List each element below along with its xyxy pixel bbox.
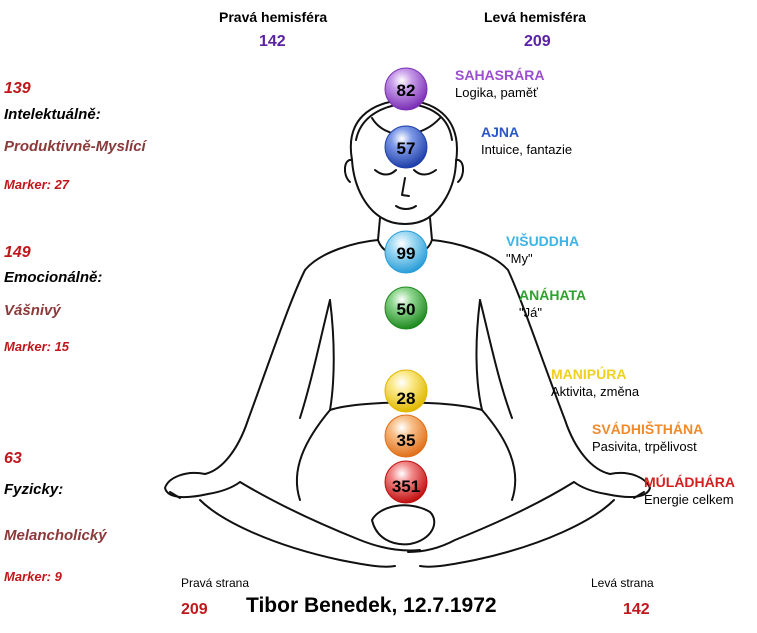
right-hemisphere-value: 142: [259, 33, 286, 50]
chakra-value-anahata: 50: [397, 300, 416, 319]
chakra-value-sahasrara: 82: [397, 81, 416, 100]
physical-label: Fyzicky:: [4, 481, 64, 498]
chakra-value-svadhisthana: 35: [397, 431, 416, 450]
chakra-orb-anahata: [384, 286, 428, 330]
intellectual-marker: Marker: 27: [4, 177, 70, 192]
chakra-value-muladhara: 351: [392, 477, 420, 496]
chakra-orb-manipura: [384, 369, 428, 413]
physical-type: Melancholický: [4, 527, 107, 544]
chakra-orb-muladhara: [384, 460, 428, 504]
chakra-name-sahasrara: SAHASRÁRA: [455, 67, 545, 83]
chakra-name-manipura: MANIPÚRA: [551, 366, 627, 382]
chakra-value-ajna: 57: [397, 139, 416, 158]
chakra-orbs: 82 57 99 50 28 35 351: [384, 67, 428, 504]
emotional-value: 149: [4, 244, 31, 261]
chakra-desc-visuddha: "My": [506, 251, 533, 266]
chakra-name-anahata: ANÁHATA: [519, 287, 587, 303]
chakra-value-manipura: 28: [397, 389, 416, 408]
chakra-orb-svadhisthana: [384, 414, 428, 458]
intellectual-value: 139: [4, 80, 31, 97]
chakra-name-svadhisthana: SVÁDHIŠTHÁNA: [592, 421, 704, 437]
chakra-name-visuddha: VIŠUDDHA: [506, 233, 580, 249]
chakra-value-visuddha: 99: [397, 244, 416, 263]
chakra-desc-manipura: Aktivita, změna: [551, 384, 640, 399]
chakra-name-ajna: AJNA: [481, 124, 520, 140]
right-side-label: Pravá strana: [181, 576, 250, 590]
intellectual-type: Produktivně-Myslící: [4, 138, 146, 155]
left-side-value: 142: [623, 601, 650, 618]
right-side-value: 209: [181, 601, 208, 618]
emotional-label: Emocionálně:: [4, 269, 103, 286]
chakra-desc-muladhara: Energie celkem: [644, 492, 734, 507]
left-side-label: Levá strana: [591, 576, 654, 590]
chakra-desc-ajna: Intuice, fantazie: [481, 142, 573, 157]
emotional-marker: Marker: 15: [4, 339, 70, 354]
chakra-desc-sahasrara: Logika, paměť: [455, 85, 538, 100]
left-hemisphere-value: 209: [524, 33, 551, 50]
left-hemisphere-label: Levá hemisféra: [484, 9, 586, 25]
physical-marker: Marker: 9: [4, 569, 62, 584]
chakra-orb-visuddha: [384, 230, 428, 274]
intellectual-label: Intelektuálně:: [4, 106, 101, 123]
physical-value: 63: [4, 450, 22, 467]
chakra-name-muladhara: MÚLÁDHÁRA: [644, 474, 735, 490]
right-hemisphere-label: Pravá hemisféra: [219, 9, 328, 25]
chakra-orb-sahasrara: [384, 67, 428, 111]
person-name-date: Tibor Benedek, 12.7.1972: [246, 594, 497, 617]
emotional-type: Vášnivý: [4, 302, 61, 319]
chakra-desc-svadhisthana: Pasivita, trpělivost: [592, 439, 697, 454]
chakra-desc-anahata: "Já": [519, 305, 542, 320]
figure-outline: [164, 99, 651, 568]
chakra-orb-ajna: [384, 125, 428, 169]
